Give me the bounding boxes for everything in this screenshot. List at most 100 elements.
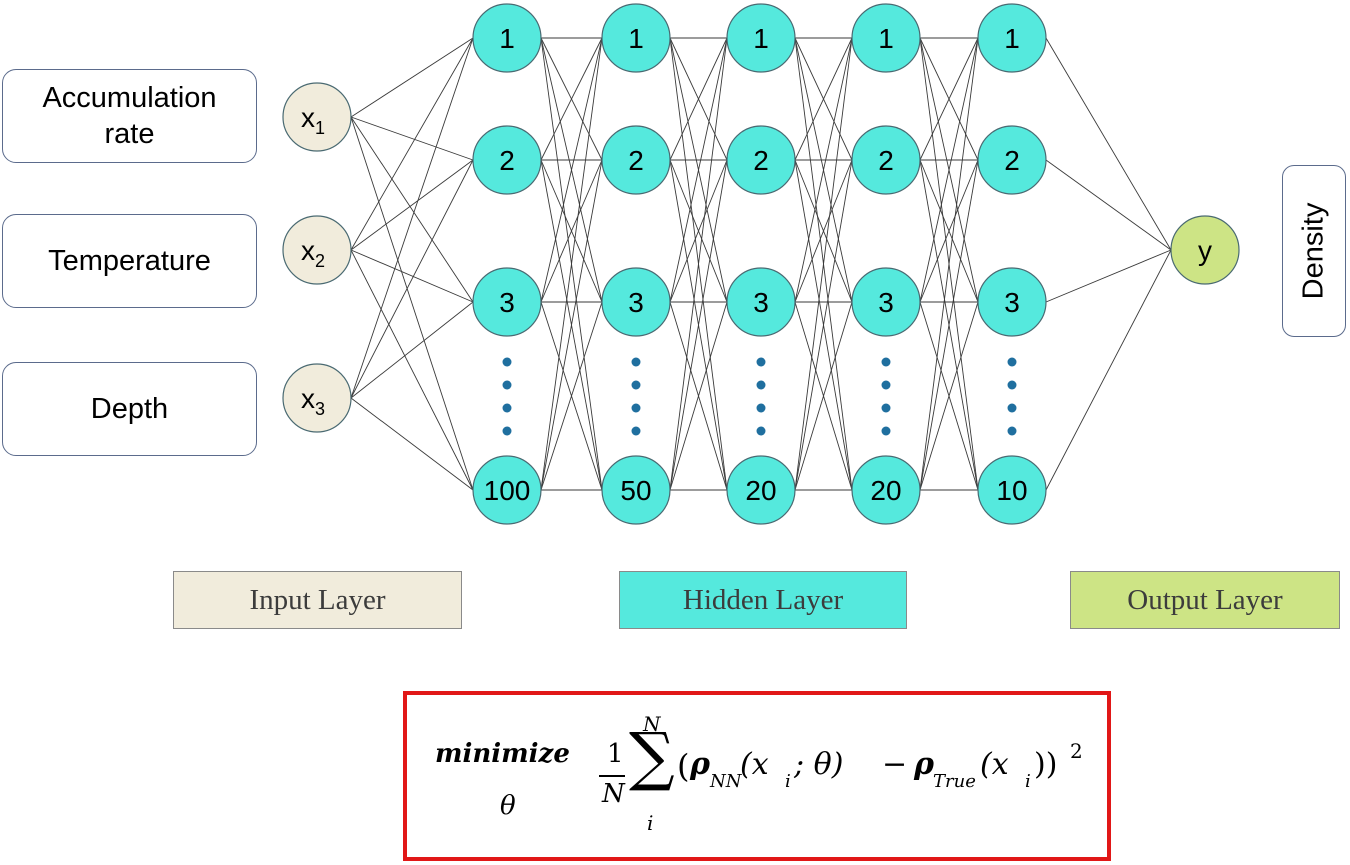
ellipsis-dot <box>631 403 641 413</box>
hidden-node-label: 100 <box>484 475 531 506</box>
ellipsis-dots <box>502 357 1017 436</box>
legend-output-label: Output Layer <box>1127 583 1283 616</box>
formula-rho-true-sub: True <box>933 771 976 792</box>
formula-arg-nn-sub: i <box>785 771 791 792</box>
input-node-label: x1 <box>301 102 325 138</box>
edge-input-hidden <box>350 116 474 303</box>
hidden-node-l5-n2: 2 <box>977 125 1047 195</box>
hidden-node-label: 1 <box>878 23 894 54</box>
edge-input-hidden <box>350 249 474 491</box>
input-node-1-circle <box>282 82 352 152</box>
edge-hidden-hidden <box>794 37 853 161</box>
edge-hidden-hidden <box>540 159 603 491</box>
hidden-node-label: 3 <box>1004 287 1020 318</box>
hidden-node-l2-n4-circle <box>601 455 671 525</box>
input-box-accumulation-rate: Accumulation rate <box>2 69 257 163</box>
hidden-node-label: 3 <box>753 287 769 318</box>
hidden-node-l2-n3-circle <box>601 267 671 337</box>
output-node-y: y <box>1170 215 1240 285</box>
input-label: Depth <box>90 393 169 425</box>
hidden-node-l2-n1-circle <box>601 3 671 73</box>
edge-hidden-hidden <box>794 301 853 491</box>
input-node-2-circle <box>282 215 352 285</box>
ellipsis-dot <box>631 380 641 390</box>
legend-input-layer: Input Layer <box>173 571 462 629</box>
input-label-line1: Accumulation <box>42 82 217 114</box>
edge-hidden-hidden <box>669 37 728 491</box>
legend-hidden-layer: Hidden Layer <box>619 571 907 629</box>
edge-hidden-output <box>1045 159 1172 251</box>
input-node-3-circle <box>282 363 352 433</box>
input-node-3: x3 <box>282 363 352 433</box>
edge-hidden-hidden <box>919 159 979 303</box>
ellipsis-dot <box>1007 357 1017 367</box>
hidden-node-label: 1 <box>1004 23 1020 54</box>
formula-sum-lower: i <box>647 811 654 835</box>
input-box-temperature: Temperature <box>2 214 257 308</box>
edge-input-hidden <box>350 397 474 491</box>
hidden-node-label: 2 <box>878 145 894 176</box>
hidden-node-l3-n1-circle <box>726 3 796 73</box>
hidden-node-l3-n2: 2 <box>726 125 796 195</box>
hidden-node-label: 3 <box>878 287 894 318</box>
hidden-node-l1-n1: 1 <box>472 3 542 73</box>
formula-arg-nn-rest: ; θ) <box>794 747 844 782</box>
hidden-node-l3-n4-circle <box>726 455 796 525</box>
hidden-node-l4-n2: 2 <box>851 125 921 195</box>
connection-edges <box>350 37 1172 491</box>
edge-hidden-hidden <box>919 159 979 491</box>
edge-hidden-hidden <box>540 301 603 491</box>
hidden-node-label: 10 <box>996 475 1027 506</box>
hidden-node-l5-n3-circle <box>977 267 1047 337</box>
ellipsis-dot <box>502 426 512 436</box>
ellipsis-dot <box>1007 403 1017 413</box>
ellipsis-dot <box>881 426 891 436</box>
hidden-node-label: 2 <box>628 145 644 176</box>
hidden-node-l4-n4: 20 <box>851 455 921 525</box>
hidden-node-l5-n1: 1 <box>977 3 1047 73</box>
hidden-node-label: 3 <box>628 287 644 318</box>
hidden-node-l1-n2-circle <box>472 125 542 195</box>
formula-sum-symbol: ∑ <box>629 720 675 794</box>
output-node-y-circle <box>1170 215 1240 285</box>
formula-arg-true-sub: i <box>1025 771 1031 792</box>
edge-hidden-hidden <box>919 37 979 491</box>
legend-input-label: Input Layer <box>249 583 386 616</box>
formula-fraction-denominator: N <box>602 779 625 809</box>
hidden-node-label: 2 <box>499 145 515 176</box>
hidden-node-l5-n2-circle <box>977 125 1047 195</box>
formula-arg-true: (x <box>980 747 1009 782</box>
formula-rho-true: ρ <box>914 747 934 782</box>
edge-hidden-output <box>1045 249 1172 303</box>
formula-fraction-bar <box>599 775 625 777</box>
ellipsis-dot <box>631 426 641 436</box>
edge-hidden-hidden <box>540 37 603 491</box>
hidden-node-l1-n4-circle <box>472 455 542 525</box>
edge-input-hidden <box>350 116 474 491</box>
ellipsis-dot <box>881 380 891 390</box>
hidden-node-l4-n3-circle <box>851 267 921 337</box>
edge-input-hidden <box>350 37 474 399</box>
formula-minimize: minimize <box>435 739 570 769</box>
hidden-node-label: 1 <box>499 23 515 54</box>
edge-hidden-hidden <box>919 37 979 303</box>
legend-output-layer: Output Layer <box>1070 571 1340 629</box>
edge-hidden-hidden <box>669 159 728 491</box>
edge-input-hidden <box>350 159 474 399</box>
ellipsis-dot <box>756 380 766 390</box>
edge-input-hidden <box>350 37 474 118</box>
hidden-node-l1-n3-circle <box>472 267 542 337</box>
hidden-node-l3-n4: 20 <box>726 455 796 525</box>
ellipsis-dot <box>881 357 891 367</box>
hidden-node-label: 3 <box>499 287 515 318</box>
edge-hidden-hidden <box>794 159 853 491</box>
edge-input-hidden <box>350 116 474 161</box>
hidden-node-label: 1 <box>628 23 644 54</box>
input-node-label: x3 <box>301 383 325 419</box>
ellipsis-dot <box>631 357 641 367</box>
edge-hidden-output <box>1045 37 1172 251</box>
formula-rho-nn: ρ <box>690 747 710 782</box>
edge-hidden-hidden <box>669 37 728 303</box>
edge-hidden-hidden <box>919 37 979 161</box>
